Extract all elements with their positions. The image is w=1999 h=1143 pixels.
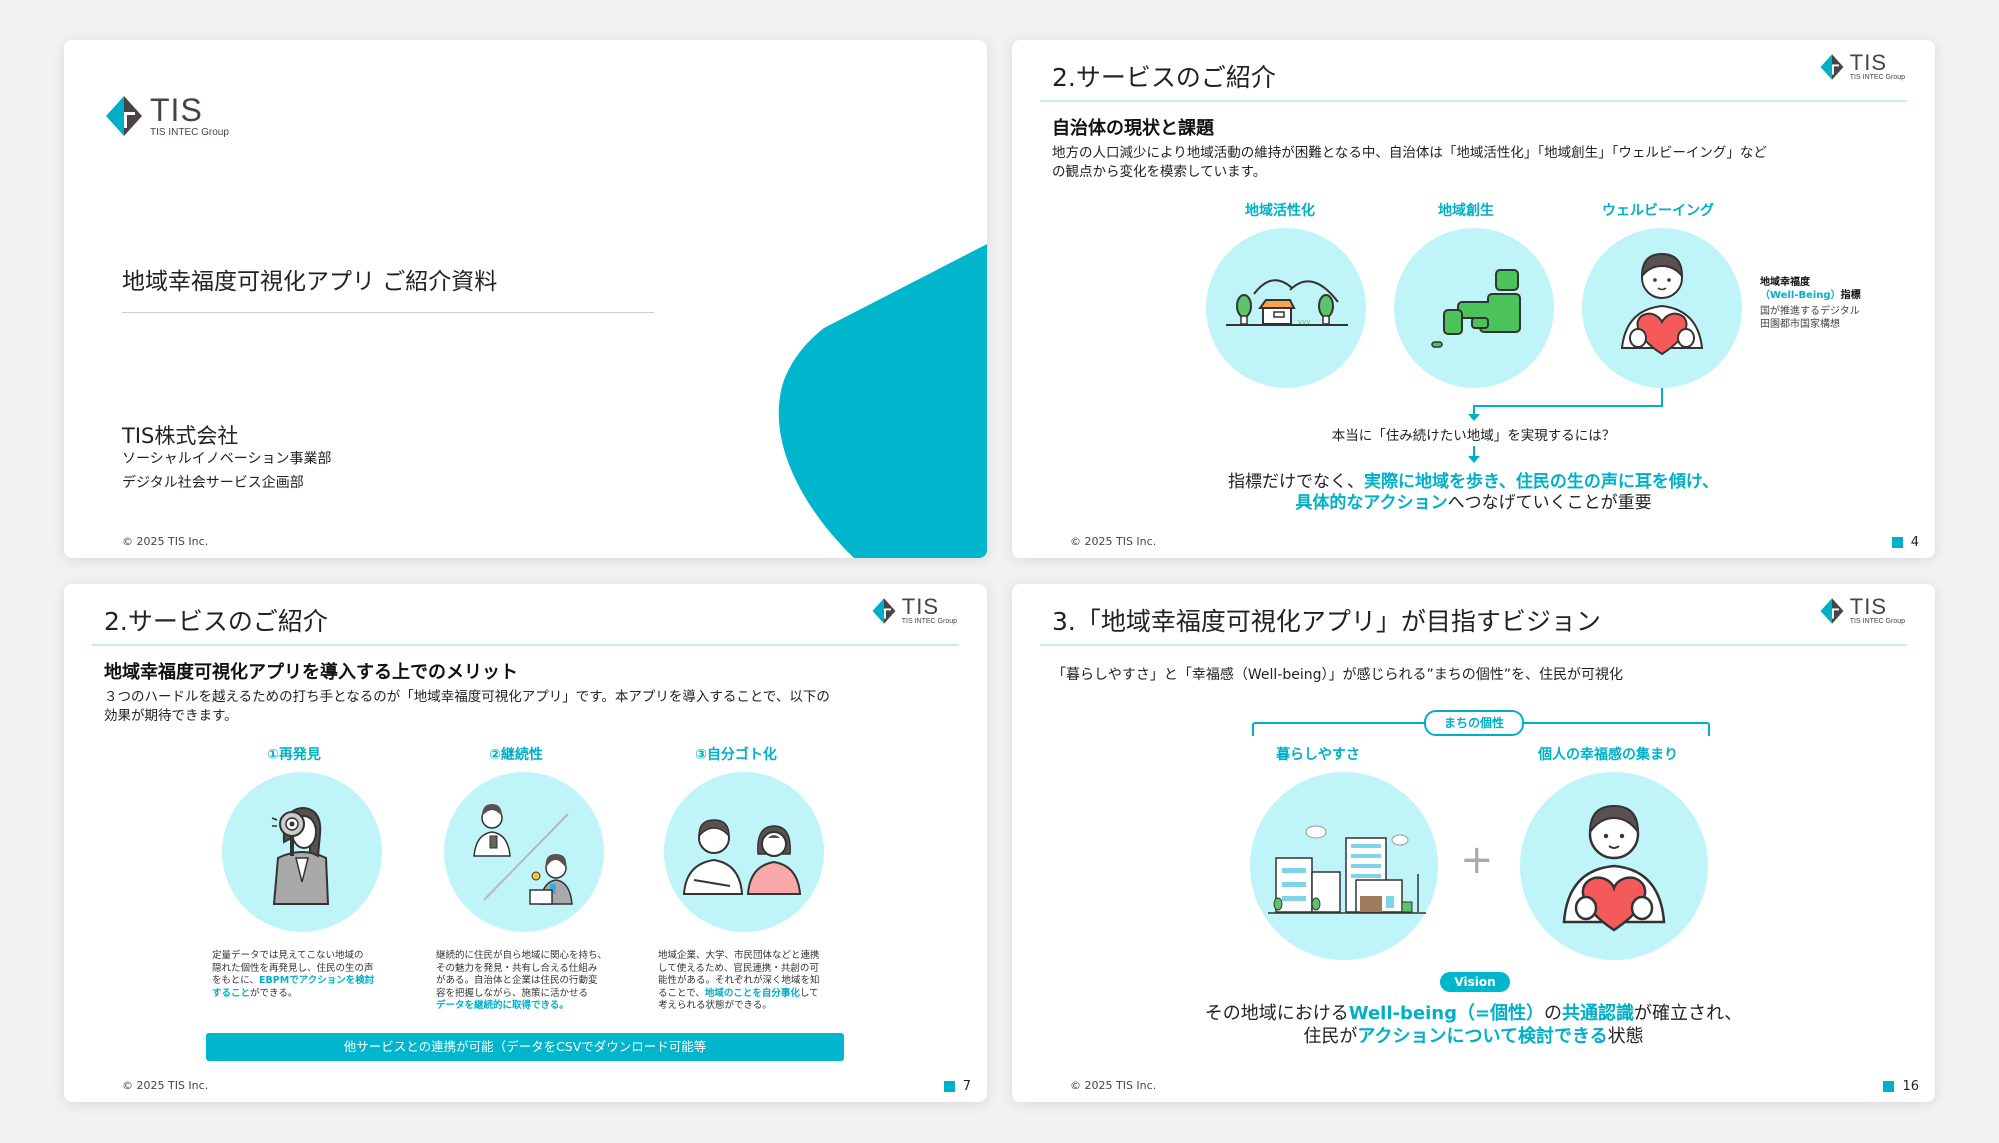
arrow-down-icon (1468, 456, 1480, 463)
slide-thumbnail-16[interactable]: 3.「地域幸福度可視化アプリ」が目指すビジョン TIS TIS INTEC Gr… (1012, 584, 1935, 1102)
person-heart-illustration (1582, 228, 1742, 388)
copyright: © 2025 TIS Inc. (122, 1079, 209, 1092)
vision-lead: 「暮らしやすさ」と「幸福感（Well-being）」が感じられる”まちの個性”を… (1052, 667, 1623, 683)
title-rule (1040, 644, 1907, 646)
right-label: 個人の幸福感の集まり (1538, 747, 1678, 763)
section-heading: 地域幸福度可視化アプリを導入する上でのメリット (104, 662, 518, 683)
wellbeing-index-note: 地域幸福度 （Well-Being）指標 国が推進するデジタル 田園都市国家構想 (1760, 277, 1861, 330)
slide-thumbnail-1[interactable]: TIS TIS INTEC Group 地域幸福度可視化アプリ ご紹介資料 TI… (64, 40, 987, 558)
slide-thumbnail-4[interactable]: 2.サービスのご紹介 TIS TIS INTEC Group 自治体の現状と課題… (1012, 40, 1935, 558)
title-rule (1040, 100, 1907, 102)
decorative-teal-shape (778, 244, 987, 558)
slide-title: 2.サービスのご紹介 (1052, 63, 1276, 92)
column-label-1: 地域活性化 (1245, 203, 1315, 219)
left-label: 暮らしやすさ (1276, 747, 1360, 763)
page-number: 7 (943, 1079, 971, 1094)
company-name: TIS株式会社 (122, 424, 239, 448)
page-marker-icon (1891, 537, 1903, 548)
merit-description-1: 定量データでは見えてこない地域の 隠れた個性を再発見し、住民の生の声 をもとに、… (212, 950, 375, 999)
plus-icon: + (1460, 837, 1494, 883)
two-scenes-icon (473, 804, 573, 905)
tis-logo-icon (872, 598, 896, 624)
merit-description-2: 継続的に住民が自ら地域に関心を持ち、 その魅力を発見・共有し合える仕組み がある… (436, 950, 608, 1011)
department-2: デジタル社会サービス企画部 (122, 475, 304, 491)
slide-thumbnail-7[interactable]: 2.サービスのご紹介 TIS TIS INTEC Group 地域幸福度可視化ア… (64, 584, 987, 1102)
page-number: 4 (1891, 535, 1919, 550)
conclusion-text: 指標だけでなく、実際に地域を歩き、住民の生の声に耳を傾け、 具体的なアクションへ… (1228, 472, 1719, 513)
japan-map-icon (1431, 269, 1521, 348)
bracket-label-badge: まちの個性 (1424, 710, 1524, 736)
column-label-2: ②継続性 (489, 747, 543, 763)
slide-title: 2.サービスのご紹介 (104, 607, 328, 636)
question-text: 本当に「住み続けたい地域」を実現するには？ (1331, 428, 1616, 444)
column-label-3: ③自分ゴト化 (695, 747, 777, 763)
village-illustration: vvv (1206, 228, 1366, 388)
page-marker-icon (1883, 1081, 1895, 1092)
copyright: © 2025 TIS Inc. (1070, 535, 1157, 548)
merit-description-3: 地域企業、大学、市民団体などと連携 して使えるため、官民連携・共創の可 能性があ… (658, 950, 820, 1011)
person-heart-icon (1562, 804, 1666, 932)
tis-logo: TIS TIS INTEC Group (1818, 596, 1905, 626)
tis-logo: TIS TIS INTEC Group (1818, 52, 1905, 82)
connector-line (1473, 405, 1475, 417)
person-heart-icon (1620, 252, 1704, 356)
svg-text:vvv: vvv (1298, 318, 1310, 326)
section-body: ３つのハードルを越えるための打ち手となるのが「地域幸福度可視化アプリ」です。本ア… (104, 689, 830, 724)
section-heading: 自治体の現状と課題 (1052, 118, 1214, 139)
copyright: © 2025 TIS Inc. (1070, 1079, 1157, 1092)
person-heart-illustration (1520, 772, 1708, 960)
section-body: 地方の人口減少により地域活動の維持が困難となる中、自治体は「地域活性化」「地域創… (1052, 145, 1767, 180)
deck-title: 地域幸福度可視化アプリ ご紹介資料 (122, 269, 498, 295)
column-label-3: ウェルビーイング (1602, 203, 1714, 219)
cityscape-illustration (1250, 772, 1438, 960)
two-residents-illustration (664, 772, 824, 932)
connector-line (1473, 446, 1475, 458)
column-label-1: ①再発見 (267, 747, 321, 763)
village-icon: vvv (1226, 279, 1348, 326)
magnifier-woman-illustration (222, 772, 382, 932)
two-people-icon (682, 819, 802, 895)
slide-title: 3.「地域幸福度可視化アプリ」が目指すビジョン (1052, 607, 1601, 636)
title-rule (92, 644, 959, 646)
resident-and-officer-illustration (444, 772, 604, 932)
tis-logo-icon (1820, 54, 1844, 80)
city-buildings-icon (1268, 825, 1426, 914)
vision-badge: Vision (1440, 972, 1510, 992)
vision-statement: その地域におけるWell-being（=個性）の共通認識が確立され、 住民がアク… (1204, 1003, 1743, 1047)
page-marker-icon (943, 1081, 955, 1092)
tis-logo: TIS TIS INTEC Group (102, 94, 229, 138)
copyright: © 2025 TIS Inc. (122, 535, 209, 548)
page-number: 16 (1883, 1079, 1919, 1094)
tis-logo-icon (1820, 598, 1844, 624)
title-divider (122, 312, 654, 313)
connector-line (1661, 388, 1663, 406)
japan-map-illustration (1394, 228, 1554, 388)
integration-banner: 他サービスとの連携が可能（データをCSVでダウンロード可能等 (206, 1033, 844, 1061)
department-1: ソーシャルイノベーション事業部 (122, 451, 332, 467)
magnifier-person-icon (271, 806, 330, 905)
tis-logo: TIS TIS INTEC Group (870, 596, 957, 626)
column-label-2: 地域創生 (1438, 203, 1494, 219)
tis-logo-icon (106, 96, 142, 136)
connector-line (1473, 405, 1663, 407)
arrow-down-icon (1468, 414, 1480, 421)
